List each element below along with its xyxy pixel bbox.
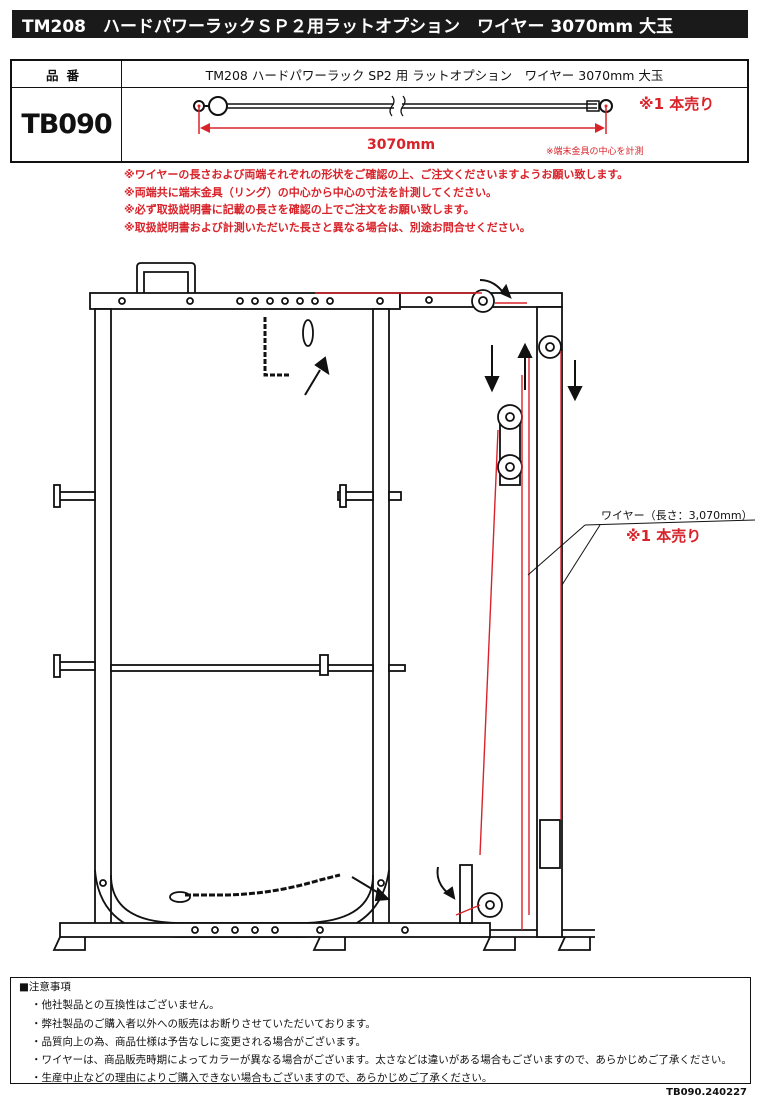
wire-drawing: 3070mm ※1 本売り ※端末金具の中心を計測: [122, 88, 747, 161]
red-notes: ※ワイヤーの長さおよび両端それぞれの形状をご確認の上、ご注文くださいますようお願…: [124, 166, 628, 236]
page-title: TM208 ハードパワーラックＳＰ２用ラットオプション ワイヤー 3070mm …: [12, 10, 748, 38]
note-line: ※必ず取扱説明書に記載の長さを確認の上でご注文をお願い致します。: [124, 203, 475, 217]
caution-item: ・ワイヤーは、商品販売時期によってカラーが異なる場合がございます。太さなどは違い…: [31, 1054, 732, 1067]
caution-item: ・品質向上の為、商品仕様は予告なしに変更される場合がございます。: [31, 1035, 366, 1048]
note-line: ※両端共に端末金具（リング）の中心から中心の寸法を計測してください。: [124, 185, 498, 199]
caution-item: ・弊社製品のご購入者以外への販売はお断りさせていただいております。: [31, 1017, 376, 1030]
product-code: TB090: [12, 87, 122, 161]
measure-note: ※端末金具の中心を計測: [546, 147, 644, 157]
wire-illustration: [193, 95, 613, 134]
caution-title: ■注意事項: [19, 981, 71, 993]
ball-icon: [208, 96, 228, 116]
spec-table-header: 品番 TM208 ハードパワーラック SP2 用 ラットオプション ワイヤー 3…: [12, 61, 747, 88]
note-line: ※ワイヤーの長さおよび両端それぞれの形状をご確認の上、ご注文くださいますようお願…: [124, 168, 629, 181]
spec-table: 品番 TM208 ハードパワーラック SP2 用 ラットオプション ワイヤー 3…: [10, 59, 749, 163]
sold-single-label: ※1 本売り: [639, 95, 715, 113]
caution-item: ・生産中止などの理由によりご購入できない場合もございますので、あらかじめご了承く…: [31, 1072, 493, 1085]
power-rack-illustration: [52, 262, 756, 951]
note-line: ※取扱説明書および計測いただいた長さと異なる場合は、別途お問合せください。: [124, 220, 531, 234]
header-description: TM208 ハードパワーラック SP2 用 ラットオプション ワイヤー 3070…: [205, 67, 664, 83]
wire-label: ワイヤー（長さ：3,070mm）: [601, 509, 753, 522]
diagram-sold-single-label: ※1 本売り: [626, 527, 702, 545]
caution-box: ■注意事項 ・他社製品との互換性はございません。 ・弊社製品のご購入者以外への販…: [10, 977, 751, 1084]
length-label: 3070mm: [367, 137, 436, 153]
caution-item: ・他社製品との互換性はございません。: [31, 999, 220, 1012]
rack-diagram: [40, 255, 760, 965]
footer-code: TB090.240227: [666, 1087, 747, 1098]
header-label: 品番: [12, 61, 122, 87]
